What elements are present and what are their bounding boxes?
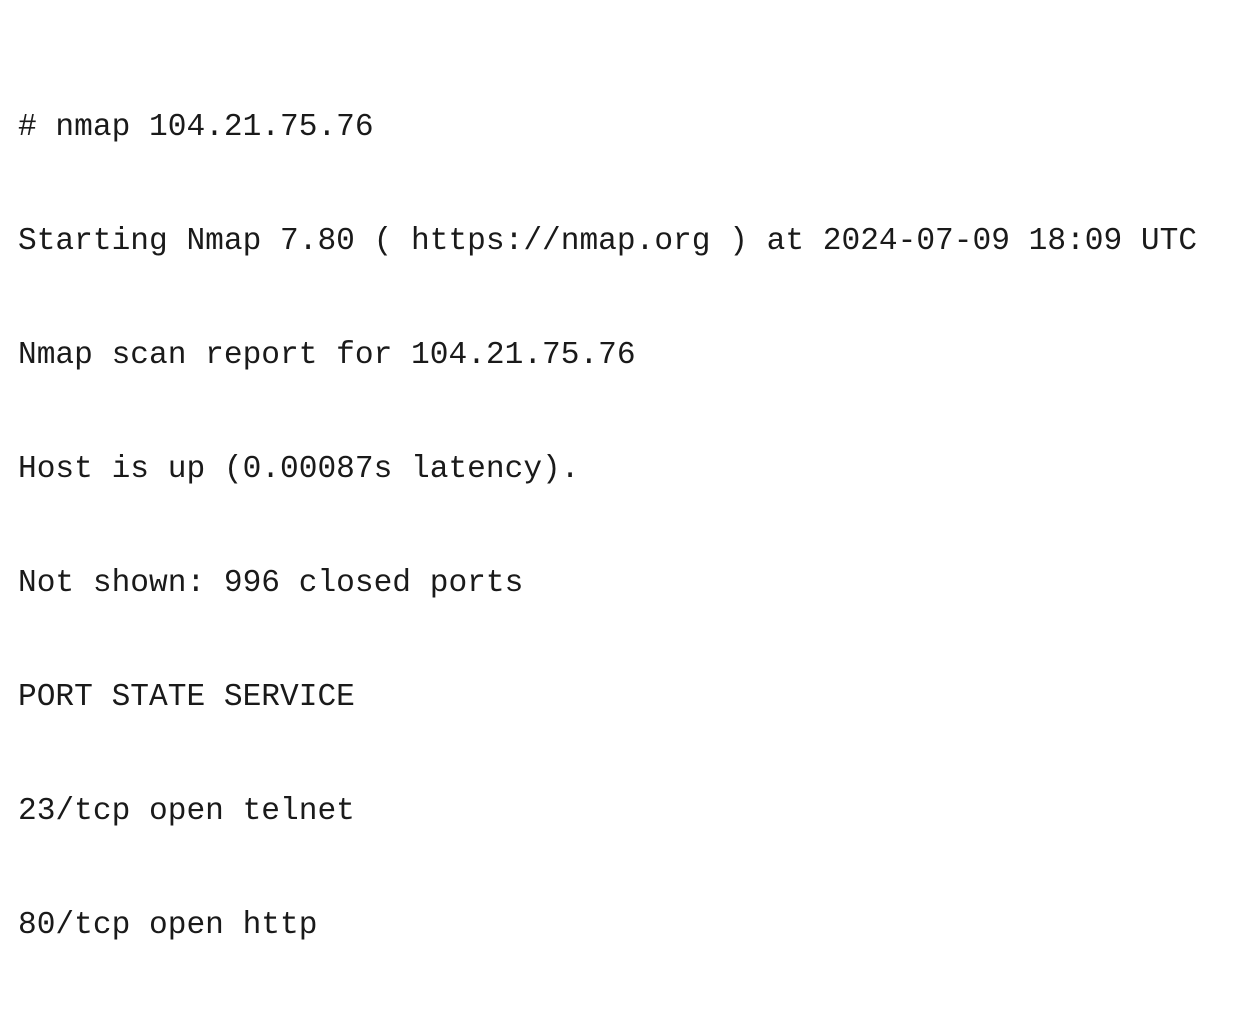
port-row: 23/tcp open telnet	[18, 794, 355, 829]
terminal-output: # nmap 104.21.75.76 Starting Nmap 7.80 (…	[18, 33, 1238, 1022]
host-status-line: Host is up (0.00087s latency).	[18, 452, 580, 487]
starting-line: Starting Nmap 7.80 ( https://nmap.org ) …	[18, 224, 1198, 259]
command-line: # nmap 104.21.75.76	[18, 110, 374, 145]
port-table-header: PORT STATE SERVICE	[18, 680, 355, 715]
port-row: 443/tcp open https	[18, 1021, 1238, 1022]
not-shown-line: Not shown: 996 closed ports	[18, 566, 524, 601]
scan-report-line: Nmap scan report for 104.21.75.76	[18, 338, 636, 373]
port-row: 80/tcp open http	[18, 908, 318, 943]
